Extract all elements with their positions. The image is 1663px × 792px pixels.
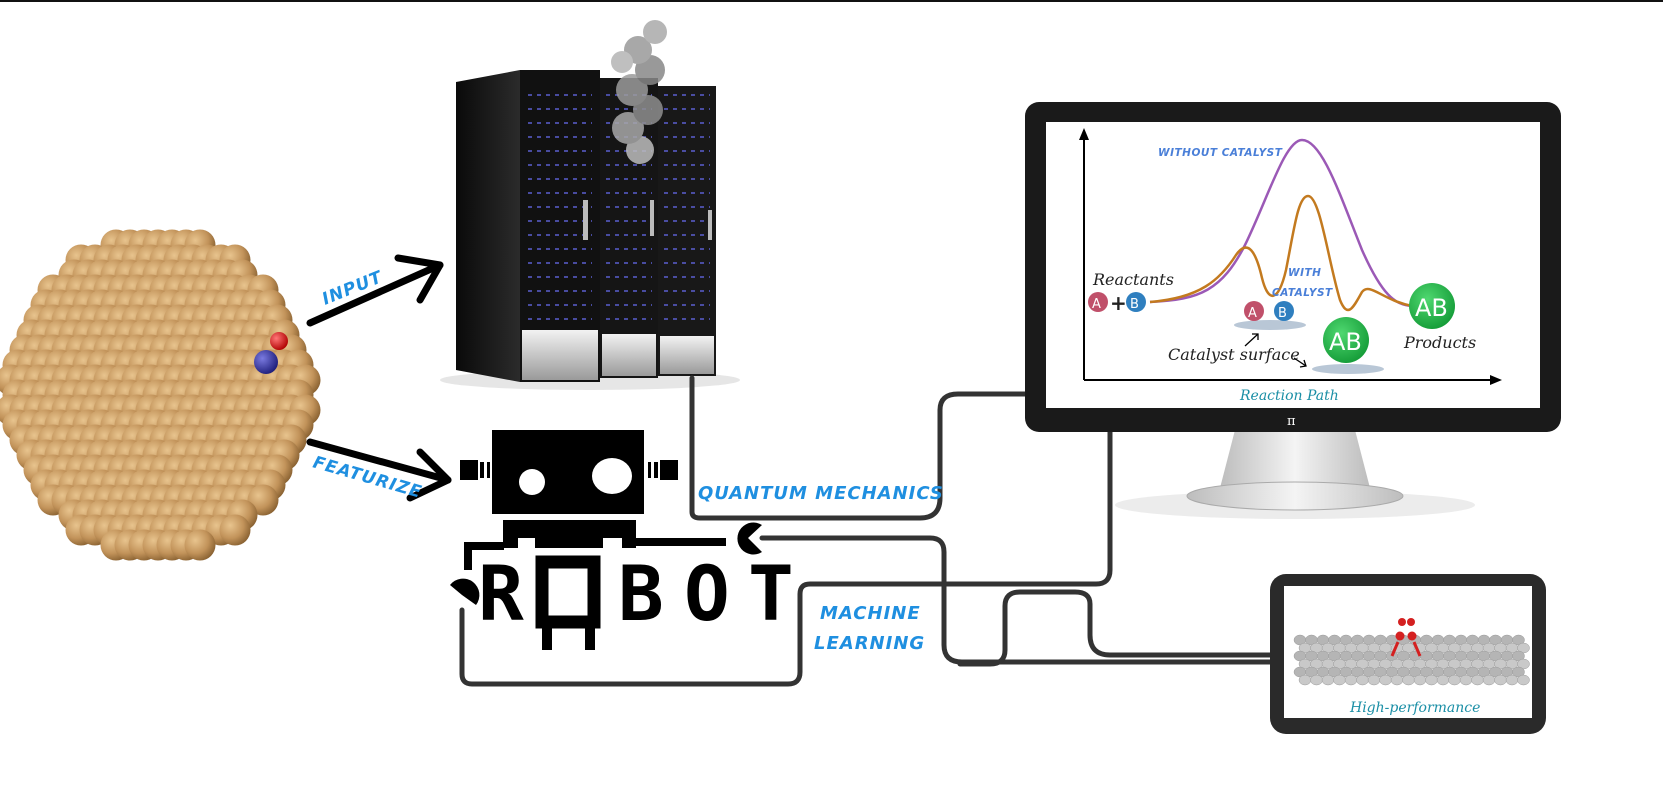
nanoparticle-cluster: [0, 229, 321, 561]
lattice-atom: [1482, 674, 1496, 686]
lattice-atom: [1425, 674, 1438, 686]
tablet-caption: High-performance: [1349, 700, 1480, 716]
lattice-atom: [1344, 674, 1358, 686]
atom-a-reactant-label: A: [1092, 297, 1101, 312]
adsorbate-red-2: [1407, 618, 1415, 626]
energy-diagram: [1079, 128, 1502, 385]
product-ab-adsorbed: [1323, 317, 1369, 363]
lattice-atom: [1356, 674, 1369, 686]
adsorbate-red-3: [1395, 631, 1405, 641]
featurize-arrow: [306, 438, 452, 502]
plus-sign: +: [1110, 291, 1127, 315]
adsorbate-red-4: [1407, 631, 1417, 641]
lattice-atom: [1310, 674, 1323, 686]
without-catalyst-label: WITHOUT CATALYST: [1158, 147, 1283, 159]
uncatalyzed-curve: [1149, 138, 1413, 308]
lattice-atom: [1402, 674, 1415, 686]
quantum-mechanics-label: QUANTUM MECHANICS: [698, 483, 944, 504]
lattice-atom: [1379, 674, 1392, 686]
robot-letter-o: O: [684, 549, 730, 638]
reactants-label: Reactants: [1092, 270, 1174, 289]
input-arrow: [306, 254, 444, 327]
robot-letter-t: T: [748, 549, 794, 638]
product-ab: [1409, 283, 1455, 329]
lattice-atom: [1505, 674, 1519, 686]
lattice-atom: [1517, 674, 1530, 686]
cluster-sphere: [219, 514, 251, 546]
adsorbate-bond-left: [1390, 641, 1400, 657]
machine-label: MACHINE: [820, 603, 921, 624]
atom-b-reactant-label: B: [1130, 297, 1139, 312]
atom-a-reactant: [1088, 292, 1108, 312]
atom-a-adsorbed-label: A: [1248, 306, 1257, 321]
monitor-brand-logo: π: [1287, 414, 1296, 429]
robot-letter-o-box: [535, 555, 601, 629]
x-axis-arrow: [1490, 375, 1502, 385]
smoke-cloud: [611, 20, 667, 164]
catalyst-surface-label: Catalyst surface: [1168, 345, 1300, 364]
robot-figure: [450, 430, 762, 650]
robot-letter-r: R: [478, 549, 524, 638]
oxygen-atom: [270, 332, 288, 350]
lattice-atom: [1413, 674, 1427, 686]
pointer-arrows: [1244, 333, 1307, 368]
catalyst-surface-slab-2: [1312, 364, 1384, 374]
lattice-atom: [1333, 674, 1346, 686]
server-rack: [440, 70, 740, 390]
y-axis-arrow: [1079, 128, 1089, 140]
lattice-atom: [1390, 674, 1404, 686]
with-label: WITH: [1288, 267, 1321, 279]
products-label: Products: [1403, 333, 1476, 352]
atom-b-reactant: [1126, 292, 1146, 312]
tablet-device: [1270, 574, 1546, 734]
lattice-atom: [1459, 674, 1473, 686]
cluster-sphere: [184, 529, 216, 561]
adsorbate-red-1: [1398, 618, 1406, 626]
adsorbate-atom: [254, 350, 278, 374]
metal-surface-lattice: [1293, 634, 1530, 686]
robot-letter-b: B: [618, 549, 664, 638]
product-ab-adsorbed-label: AB: [1329, 328, 1362, 356]
cable-network: [459, 375, 1273, 687]
atom-b-adsorbed: [1274, 301, 1294, 321]
lattice-atom: [1448, 674, 1461, 686]
lattice-atom: [1471, 674, 1484, 686]
catalyst-surface-slab: [1234, 320, 1306, 330]
catalyzed-curve: [1149, 194, 1413, 312]
robot-wordmark: R B O T: [478, 549, 794, 638]
desktop-monitor: [1025, 102, 1561, 519]
lattice-atom: [1436, 674, 1450, 686]
learning-label: LEARNING: [814, 633, 925, 654]
lattice-atom: [1298, 674, 1312, 686]
product-ab-label: AB: [1415, 294, 1448, 322]
reaction-path-label: Reaction Path: [1239, 388, 1339, 404]
lattice-atom: [1494, 674, 1507, 686]
catalyst-label: CATALYST: [1272, 287, 1333, 299]
lattice-atom: [1367, 674, 1381, 686]
top-rule: [0, 0, 1663, 2]
adsorbate-bond-right: [1412, 641, 1422, 657]
atom-b-adsorbed-label: B: [1278, 306, 1287, 321]
lattice-atom: [1321, 674, 1335, 686]
atom-a-adsorbed: [1244, 301, 1264, 321]
